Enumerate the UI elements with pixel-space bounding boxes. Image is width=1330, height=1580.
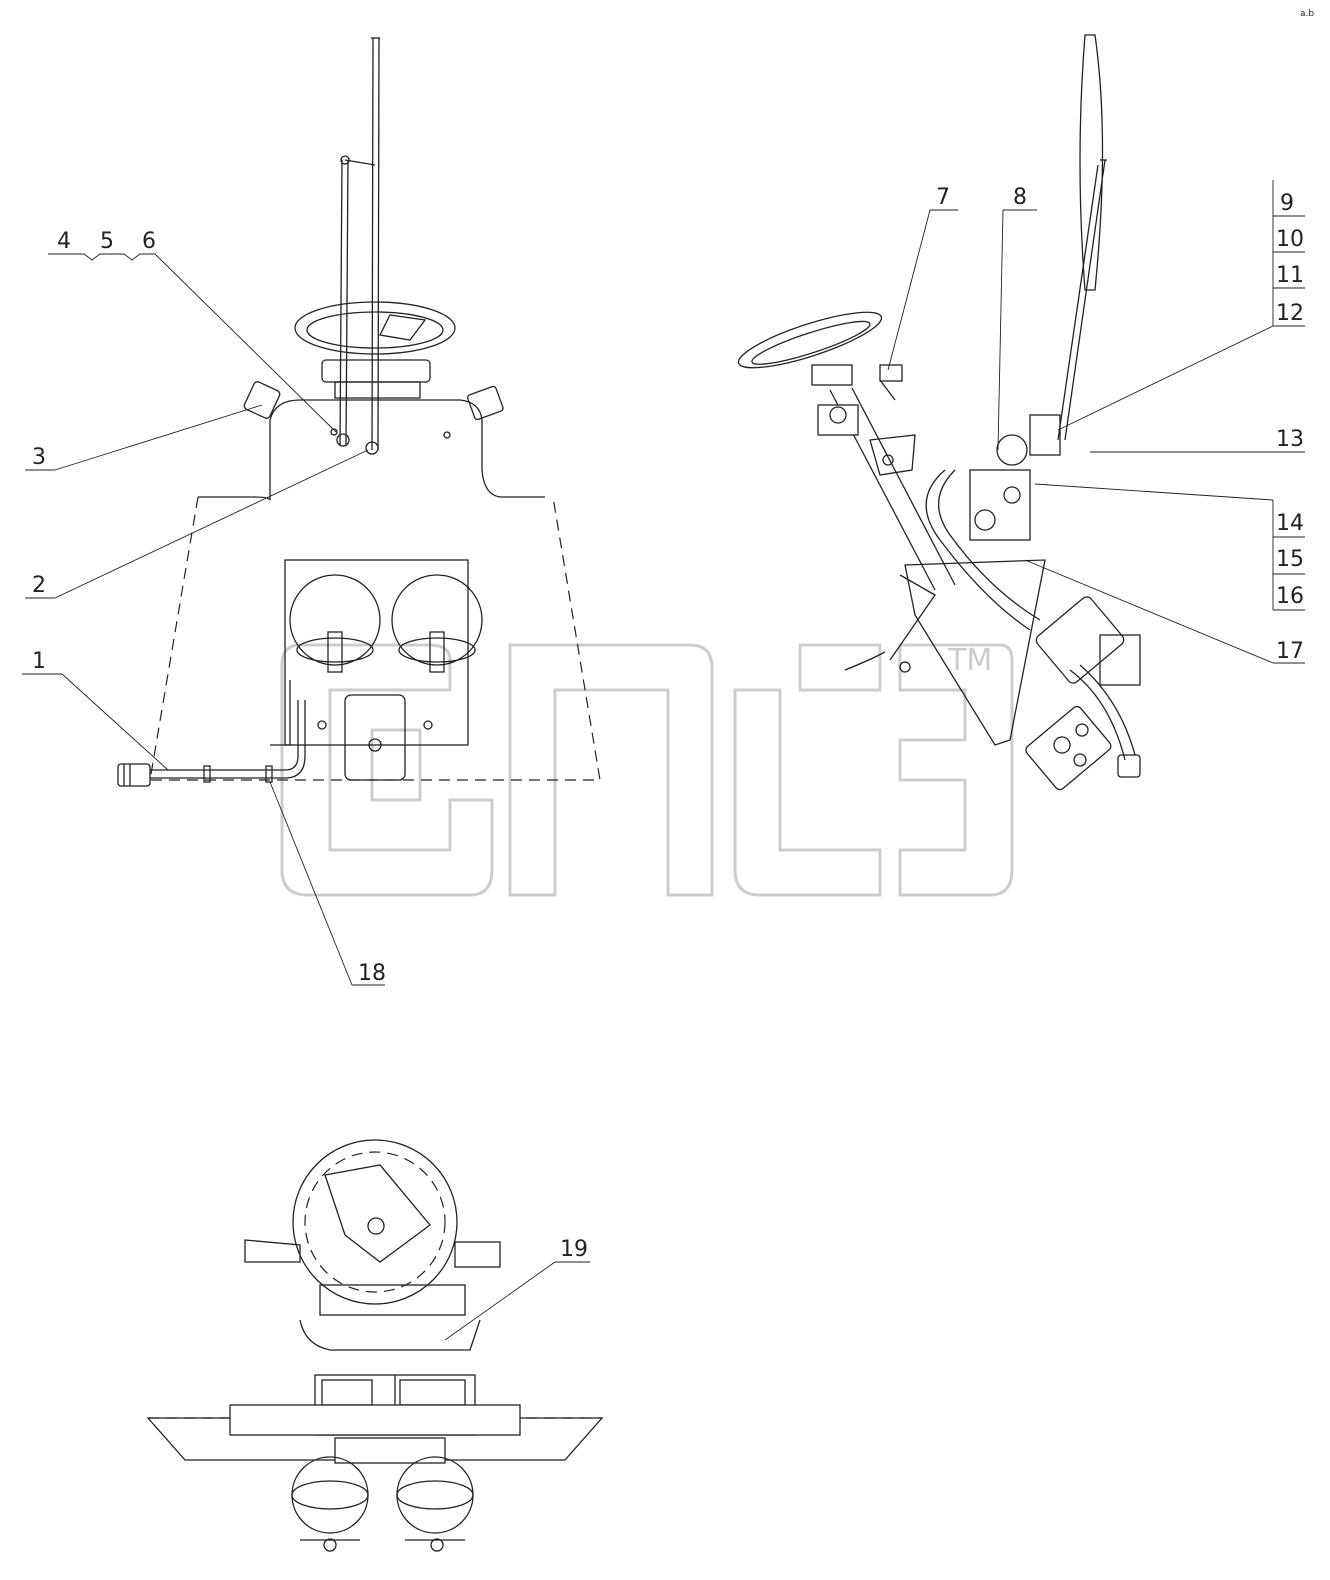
plan-view	[146, 1139, 604, 1552]
front-view	[117, 37, 601, 787]
callout-7: 7	[936, 185, 950, 210]
leader-lines	[22, 180, 1305, 1341]
callout-1: 1	[32, 649, 46, 674]
callout-15: 15	[1276, 547, 1304, 572]
callout-labels: 4 5 6 3 2 1 18 7 8 9 10 11 12 13 14 15 1…	[32, 9, 1314, 1262]
callout-12: 12	[1276, 301, 1304, 326]
callout-17: 17	[1276, 639, 1304, 664]
watermark-logo: ТМ	[280, 643, 1014, 897]
callout-13: 13	[1276, 427, 1304, 452]
callout-16: 16	[1276, 584, 1304, 609]
callout-6: 6	[142, 229, 156, 254]
callout-11: 11	[1276, 263, 1304, 288]
corner-mark: a.b	[1300, 9, 1314, 19]
callout-8: 8	[1013, 185, 1027, 210]
callout-19: 19	[560, 1237, 588, 1262]
callout-9: 9	[1280, 191, 1294, 216]
callout-14: 14	[1276, 511, 1304, 536]
watermark-tm: ТМ	[947, 643, 992, 678]
callout-5: 5	[100, 229, 114, 254]
callout-10: 10	[1276, 227, 1304, 252]
side-view	[737, 34, 1141, 791]
callout-18: 18	[358, 961, 386, 986]
callout-3: 3	[32, 445, 46, 470]
callout-4: 4	[57, 229, 71, 254]
callout-2: 2	[32, 573, 46, 598]
